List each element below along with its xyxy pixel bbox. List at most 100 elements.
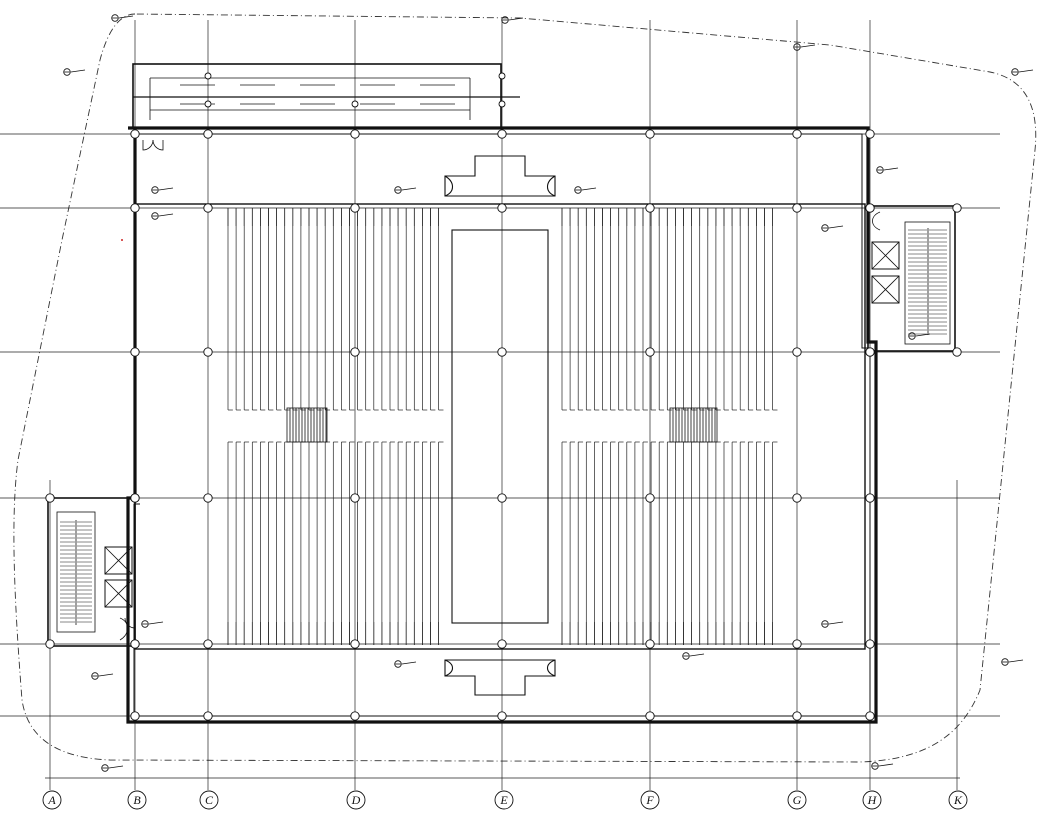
column — [45, 493, 55, 503]
grid-label-a: A — [47, 793, 56, 807]
grid-label-c: C — [205, 793, 214, 807]
grid-bubble-a — [42, 790, 62, 810]
level-marker-leader — [108, 765, 124, 769]
level-marker-leader — [98, 673, 114, 677]
grid-label-e: E — [499, 793, 508, 807]
level-marker-leader — [401, 187, 417, 191]
column — [497, 639, 507, 649]
door-swings — [124, 139, 164, 629]
grid-bubble-b — [127, 790, 147, 810]
column — [865, 711, 875, 721]
level-marker-leader — [1018, 69, 1034, 73]
column — [645, 493, 655, 503]
column — [45, 639, 55, 649]
column — [203, 203, 213, 213]
level-marker-leader — [70, 69, 86, 73]
column — [792, 129, 802, 139]
grid-label-g: G — [793, 793, 802, 807]
column — [645, 203, 655, 213]
grid-bubble-c — [199, 790, 219, 810]
column — [498, 72, 506, 80]
level-markers — [63, 14, 1034, 772]
grid-bubble-k — [948, 790, 968, 810]
structural-columns — [45, 72, 962, 721]
column — [645, 639, 655, 649]
grid-label-d: D — [351, 793, 361, 807]
right-stair-core — [867, 205, 956, 352]
column — [792, 493, 802, 503]
column — [497, 203, 507, 213]
level-marker-leader — [828, 621, 844, 625]
column — [497, 711, 507, 721]
level-marker-leader — [581, 187, 597, 191]
column — [792, 347, 802, 357]
seating-rows — [227, 208, 778, 645]
column — [350, 347, 360, 357]
column — [203, 129, 213, 139]
grid-bubble-d — [346, 790, 366, 810]
column — [203, 347, 213, 357]
grid-label-k: K — [953, 793, 963, 807]
grid-bubble-h — [862, 790, 882, 810]
level-marker-leader — [883, 167, 899, 171]
level-marker-leader — [401, 661, 417, 665]
level-marker-leader — [800, 44, 816, 48]
column — [792, 639, 802, 649]
top-ramp — [132, 63, 520, 129]
column — [865, 203, 875, 213]
red-mark — [121, 239, 123, 241]
column — [497, 347, 507, 357]
column — [130, 711, 140, 721]
column — [792, 711, 802, 721]
column — [203, 711, 213, 721]
column — [865, 347, 875, 357]
level-marker-leader — [118, 15, 134, 19]
column — [645, 711, 655, 721]
column — [130, 639, 140, 649]
column — [350, 639, 360, 649]
aisle-stairs — [286, 407, 718, 443]
level-marker-leader — [508, 17, 524, 21]
grid-bubble-f — [640, 790, 660, 810]
level-marker-leader — [158, 213, 174, 217]
column — [792, 203, 802, 213]
site-boundary — [13, 13, 1037, 763]
grid-label-b: B — [133, 793, 141, 807]
column — [497, 493, 507, 503]
column — [203, 493, 213, 503]
column — [204, 100, 212, 108]
grid-label-f: F — [645, 793, 654, 807]
column — [130, 493, 140, 503]
level-marker-leader — [689, 653, 705, 657]
level-marker-leader — [158, 187, 174, 191]
column — [498, 100, 506, 108]
column — [350, 711, 360, 721]
column — [351, 100, 359, 108]
column — [865, 129, 875, 139]
grid-bubble-g — [787, 790, 807, 810]
grid-label-h: H — [867, 793, 878, 807]
column — [865, 639, 875, 649]
grid-bubble-e — [494, 790, 514, 810]
column — [130, 347, 140, 357]
column — [130, 203, 140, 213]
column — [350, 493, 360, 503]
column — [497, 129, 507, 139]
level-marker-leader — [878, 763, 894, 767]
column — [350, 129, 360, 139]
column — [203, 639, 213, 649]
column — [350, 203, 360, 213]
left-stair-core — [47, 497, 136, 647]
column — [952, 203, 962, 213]
column — [645, 347, 655, 357]
column — [130, 129, 140, 139]
level-marker-leader — [828, 225, 844, 229]
level-marker-leader — [148, 621, 164, 625]
central-stage — [444, 155, 556, 696]
column — [645, 129, 655, 139]
level-marker-leader — [1008, 659, 1024, 663]
column — [865, 493, 875, 503]
level-marker-leader — [915, 333, 931, 337]
